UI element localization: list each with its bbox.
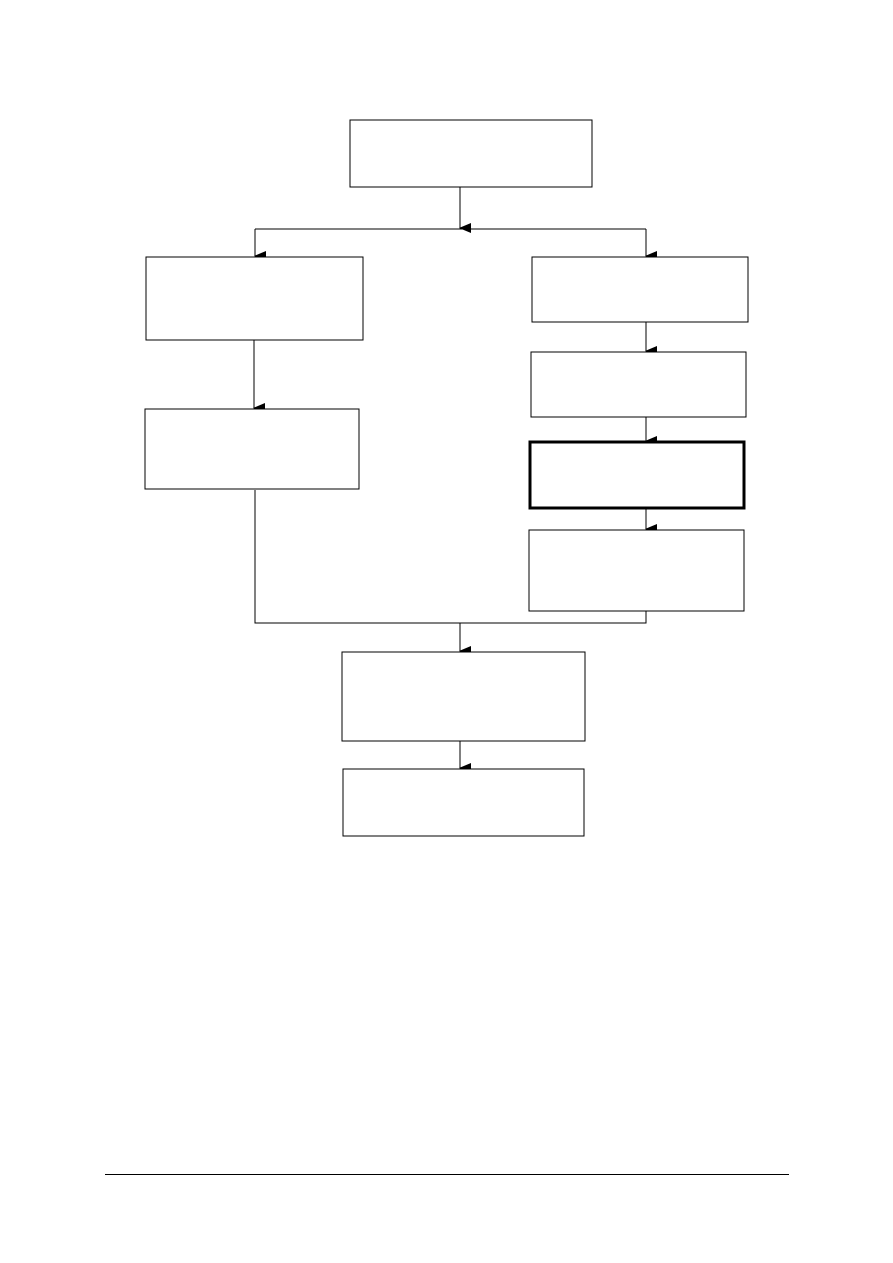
node-left-2 <box>144 408 360 490</box>
connectors <box>253 187 657 773</box>
node-final <box>342 768 585 837</box>
node-top <box>349 119 593 188</box>
footer-rule <box>105 1174 789 1175</box>
connector-right4-merge <box>460 611 647 624</box>
nodes <box>144 119 749 837</box>
node-right-2 <box>530 351 747 418</box>
node-merge <box>341 651 586 742</box>
connector-left2-merge <box>254 490 460 624</box>
node-right-4 <box>528 529 745 612</box>
node-left-1 <box>145 256 364 341</box>
node-right-3-emphasized <box>528 440 746 510</box>
node-right-1 <box>531 256 749 323</box>
